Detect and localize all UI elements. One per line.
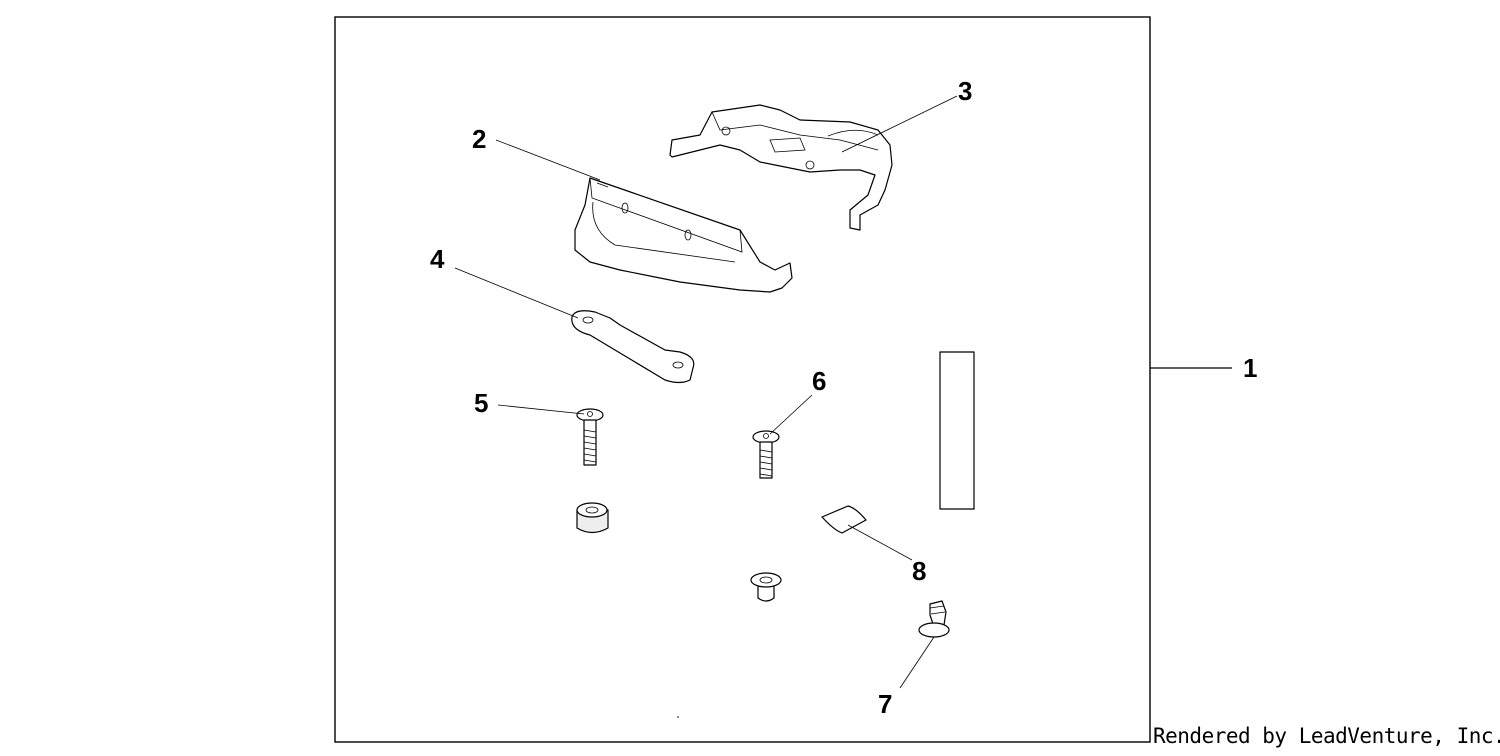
callout-5[interactable]: 5 bbox=[474, 388, 488, 418]
callout-2[interactable]: 2 bbox=[472, 124, 486, 154]
callout-6[interactable]: 6 bbox=[812, 366, 826, 396]
callout-4[interactable]: 4 bbox=[430, 244, 445, 274]
adhesive-strip bbox=[939, 351, 975, 510]
collar-spacer bbox=[576, 502, 609, 534]
leader-2 bbox=[495, 139, 601, 181]
callout-1[interactable]: 1 bbox=[1243, 353, 1257, 383]
leader-3 bbox=[841, 95, 958, 153]
part-5-screw[interactable] bbox=[576, 408, 604, 466]
kit-frame bbox=[334, 16, 1151, 743]
part-6-screw[interactable] bbox=[752, 430, 780, 479]
part-2-cover[interactable] bbox=[574, 177, 793, 293]
stray-dot bbox=[677, 716, 679, 718]
callout-7[interactable]: 7 bbox=[878, 689, 892, 719]
callout-8[interactable]: 8 bbox=[912, 556, 926, 586]
leader-5 bbox=[497, 404, 585, 415]
part-3-bracket[interactable] bbox=[669, 104, 893, 231]
part-7-clip[interactable] bbox=[918, 600, 950, 638]
part-4-plate[interactable] bbox=[571, 310, 695, 384]
part-8-pad[interactable] bbox=[821, 505, 867, 534]
leader-6 bbox=[769, 394, 813, 435]
leader-8 bbox=[847, 524, 913, 561]
leader-7 bbox=[899, 636, 935, 689]
leader-4 bbox=[454, 267, 579, 319]
grommet bbox=[750, 572, 782, 602]
callout-3[interactable]: 3 bbox=[958, 76, 972, 106]
watermark-text: Rendered by LeadVenture, Inc. bbox=[1153, 724, 1500, 748]
